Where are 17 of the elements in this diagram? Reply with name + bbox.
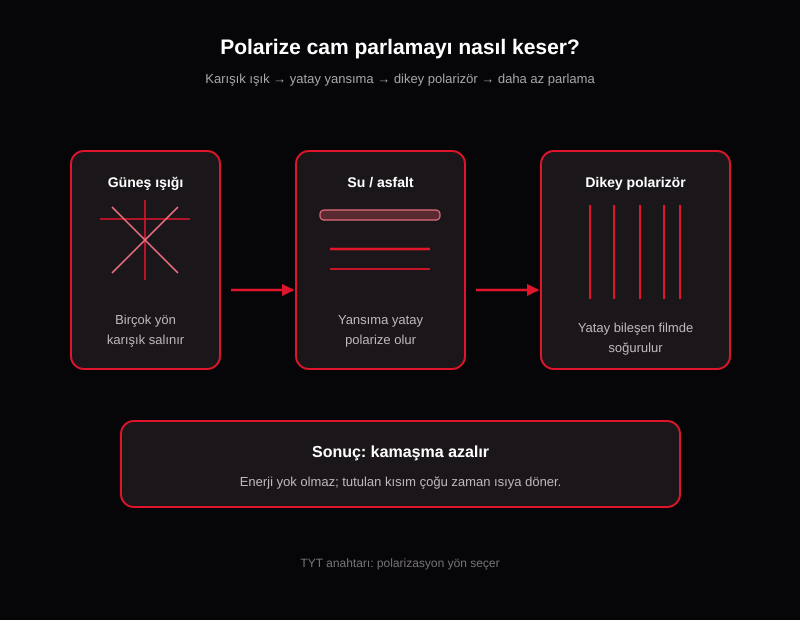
subtitle: Karışık ışık → yatay yansıma → dikey polarizör → daha az parlama (204, 71, 596, 86)
box-heading: Sonuç: kamaşma azalır (311, 444, 490, 462)
process-box (70, 150, 221, 370)
title: Polarize cam parlamayı nasıl keser? (219, 36, 581, 60)
box-heading: Su / asfalt (346, 174, 415, 190)
footer-note: TYT anahtarı: polarizasyon yön seçer (299, 556, 501, 570)
process-box (295, 150, 466, 370)
box-heading: Güneş ışığı (106, 174, 184, 190)
box-heading: Dikey polarizör (584, 174, 687, 190)
box-description: Birçok yön karışık salınır (106, 311, 186, 349)
box-description: Yansıma yatay polarize olur (336, 311, 424, 349)
box-description: Enerji yok olmaz; tutulan kısım çoğu zaman ısıya döner. (238, 473, 562, 491)
process-box (540, 150, 731, 370)
arrow (476, 284, 540, 296)
result-panel (120, 420, 681, 508)
arrow (231, 284, 294, 296)
box-description: Yatay bileşen filmde soğurulur (576, 319, 694, 357)
